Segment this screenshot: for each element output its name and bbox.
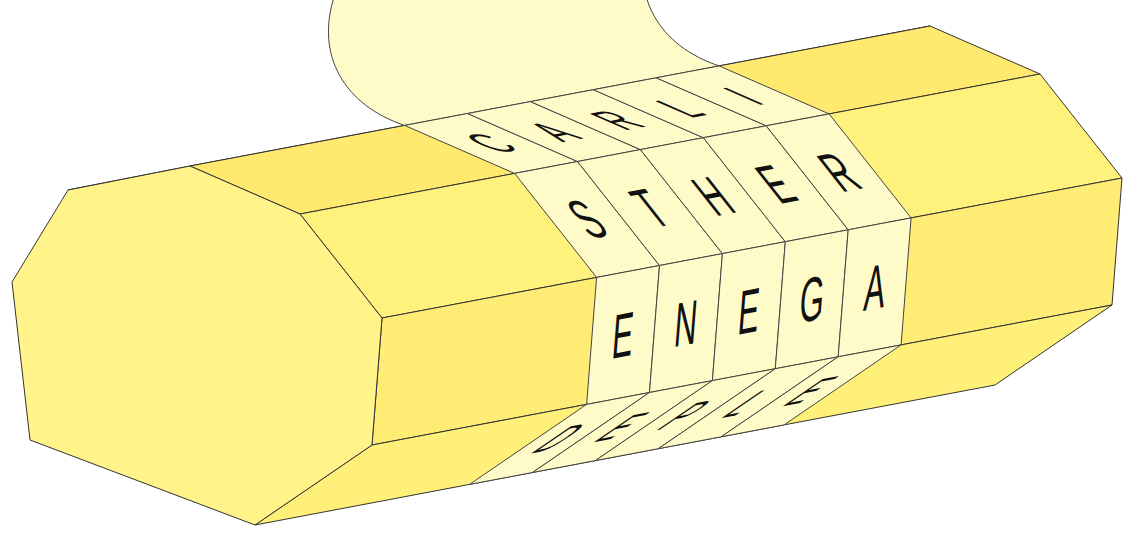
paper-strip-cell	[721, 345, 901, 437]
cipher-letter: G	[789, 256, 834, 342]
prism-end-face	[12, 166, 382, 525]
paper-strip-cell	[587, 266, 660, 405]
cipher-letter: E	[726, 268, 771, 354]
paper-strip-cell	[838, 218, 911, 357]
cipher-letter: E	[600, 292, 645, 378]
paper-strip-cell	[650, 254, 723, 393]
paper-strip-cell	[712, 242, 785, 381]
paper-strip-cell	[775, 230, 848, 369]
cipher-letter: A	[852, 244, 897, 330]
cipher-letter: N	[663, 280, 708, 366]
